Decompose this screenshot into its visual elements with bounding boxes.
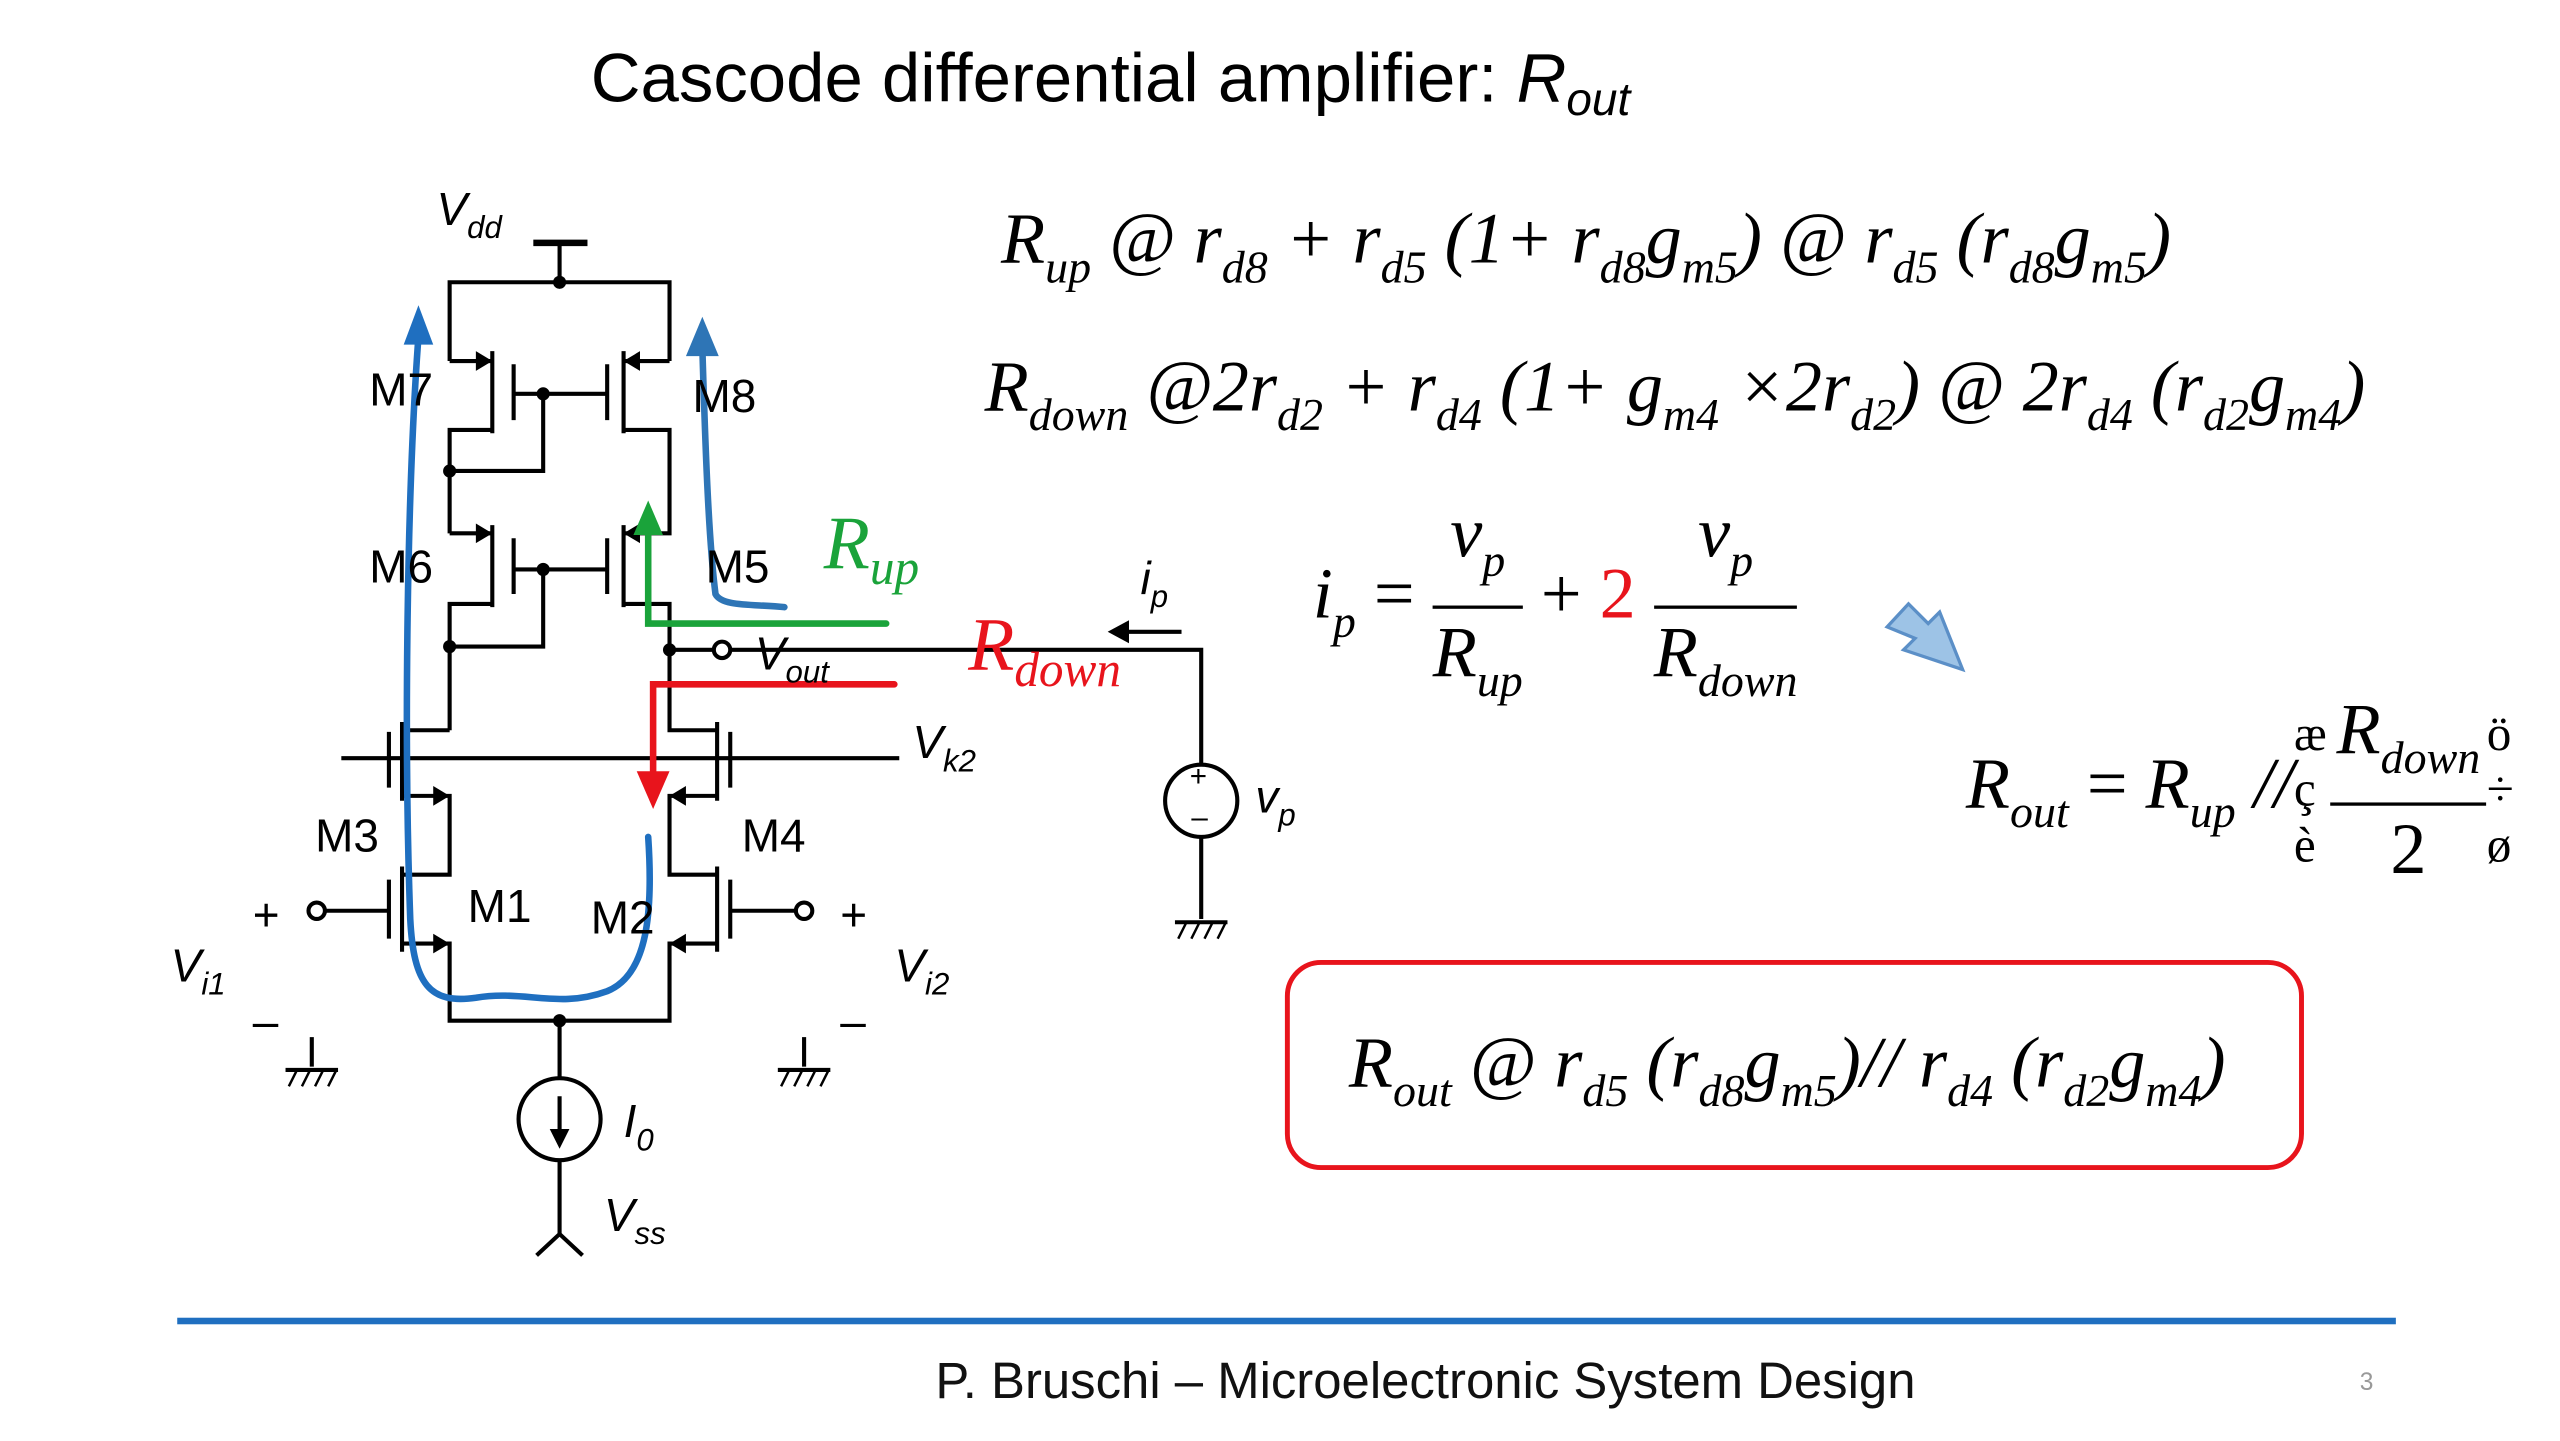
blue-current-path-left <box>403 333 654 1003</box>
equation-term: + r <box>1322 346 1436 427</box>
equation-subscript: out <box>1393 1066 1452 1118</box>
equation-subscript: m5 <box>1681 242 1738 294</box>
vout-label: Vout <box>754 628 829 691</box>
equation-term: R <box>984 346 1029 427</box>
equation-subscript: d5 <box>1582 1066 1629 1118</box>
equation-term: @ r <box>1451 1022 1583 1103</box>
rdown-label: Rdown <box>968 602 1122 698</box>
equation-term: ) <box>2341 346 2366 427</box>
i0-label: I0 <box>623 1096 654 1159</box>
footer-text: P. Bruschi – Microelectronic System Desi… <box>935 1352 1916 1410</box>
label-m5: M5 <box>705 541 770 593</box>
vp-label: vp <box>1255 771 1296 834</box>
equation-term: R <box>1348 1022 1394 1103</box>
right-bracket: ö÷ø <box>2486 707 2514 873</box>
source-minus: – <box>1191 800 1208 834</box>
equation-term: ) @ 2r <box>1896 346 2087 427</box>
arrow-up-icon <box>633 500 663 535</box>
green-rup-path <box>644 525 890 627</box>
vi1-plus: + <box>252 889 280 941</box>
label-m4: M4 <box>741 810 806 862</box>
equation-subscript: d2 <box>1277 390 1323 442</box>
equation-term: (r <box>1993 1022 2064 1103</box>
equation-term: g <box>1645 198 1682 279</box>
ip-label: ip <box>1140 553 1169 616</box>
equation-subscript: down <box>1028 390 1129 442</box>
equation-term: ) <box>2146 198 2171 279</box>
equation-subscript: d5 <box>1892 242 1939 294</box>
equation-subscript: m5 <box>2090 242 2147 294</box>
vi2-label: Vi2 <box>894 940 950 1003</box>
equation-subscript: d2 <box>1850 390 1897 442</box>
equation-term: g <box>2054 198 2091 279</box>
circuit-nodes <box>433 275 1130 1149</box>
equation-term: (r <box>1628 1022 1699 1103</box>
equation-term: g <box>2109 1022 2146 1103</box>
equation-term: + r <box>1267 198 1381 279</box>
vi1-minus: – <box>252 996 279 1047</box>
equation-term: @2r <box>1128 346 1278 427</box>
rup-label: Rup <box>823 500 920 596</box>
vdd-label: Vdd <box>436 183 502 247</box>
equation-term: R <box>1001 198 1046 279</box>
label-m6: M6 <box>369 541 434 593</box>
equation-subscript: d4 <box>1947 1066 1994 1118</box>
vss-label: Vss <box>603 1189 666 1253</box>
vk2-label: Vk2 <box>912 717 977 780</box>
equation-term: g <box>2248 346 2286 427</box>
equation-term: ) @ r <box>1737 198 1893 279</box>
equation-rdown: Rdown @2rd2 + rd4 (1+ gm4 ×2rd2) @ 2rd4 … <box>985 345 2366 443</box>
circuit-schematic <box>285 239 1966 1257</box>
arrow-down-icon <box>636 771 670 810</box>
equation-term: (1+ r <box>1426 198 1600 279</box>
source-plus: + <box>1189 759 1207 793</box>
footer-rule <box>177 1317 2396 1325</box>
blue-current-path-right <box>699 344 788 611</box>
equation-term: @ r <box>1091 198 1222 279</box>
arrow-down-right-icon <box>1884 601 1966 673</box>
equation-subscript: up <box>1045 242 1092 294</box>
equation-subscript: d8 <box>1221 242 1268 294</box>
arrow-up-icon <box>685 316 719 357</box>
equation-subscript: d8 <box>1698 1066 1745 1118</box>
result-box <box>1284 959 2304 1171</box>
equation-subscript: d5 <box>1380 242 1427 294</box>
vi2-plus: + <box>840 889 868 941</box>
equation-subscript: d4 <box>2086 390 2133 442</box>
equation-term: (r <box>1938 198 2009 279</box>
arrow-up-icon <box>403 305 434 345</box>
equation-term: (1+ g <box>1481 346 1663 427</box>
equation-term: g <box>1744 1022 1781 1103</box>
equation-rup: Rup @ rd8 + rd5 (1+ rd8gm5) @ rd5 (rd8gm… <box>1001 197 2171 295</box>
equation-subscript: d2 <box>2202 390 2249 442</box>
equation-subscript: m4 <box>2285 390 2342 442</box>
equation-subscript: d2 <box>2063 1066 2110 1118</box>
label-m3: M3 <box>315 810 379 862</box>
red-rdown-path <box>649 681 898 782</box>
equation-term: ) <box>2201 1022 2226 1103</box>
label-m8: M8 <box>692 370 757 422</box>
page-title: Cascode differential amplifier: Rout <box>590 39 1631 125</box>
vi2-minus: – <box>840 996 866 1047</box>
ground-hatches <box>287 921 1227 1087</box>
equation-term: ×2r <box>1719 346 1851 427</box>
coefficient-two: 2 <box>1599 553 1636 634</box>
equation-subscript: m4 <box>1662 390 1720 442</box>
label-m1: M1 <box>467 881 532 933</box>
label-m7: M7 <box>369 364 434 416</box>
equation-subscript: d8 <box>1599 242 1646 294</box>
equation-term: )// r <box>1836 1022 1948 1103</box>
label-m2: M2 <box>590 892 655 944</box>
equation-subscript: m4 <box>2145 1066 2202 1118</box>
equation-subscript: d8 <box>2008 242 2055 294</box>
equation-subscript: m5 <box>1780 1066 1837 1118</box>
equation-subscript: d4 <box>1435 390 1482 442</box>
equation-term: (r <box>2132 346 2203 427</box>
vi1-label: Vi1 <box>170 940 226 1003</box>
page-number: 3 <box>2359 1368 2374 1397</box>
equation-result: Rout @ rd5 (rd8gm5)// rd4 (rd2gm4) <box>1349 1021 2226 1119</box>
